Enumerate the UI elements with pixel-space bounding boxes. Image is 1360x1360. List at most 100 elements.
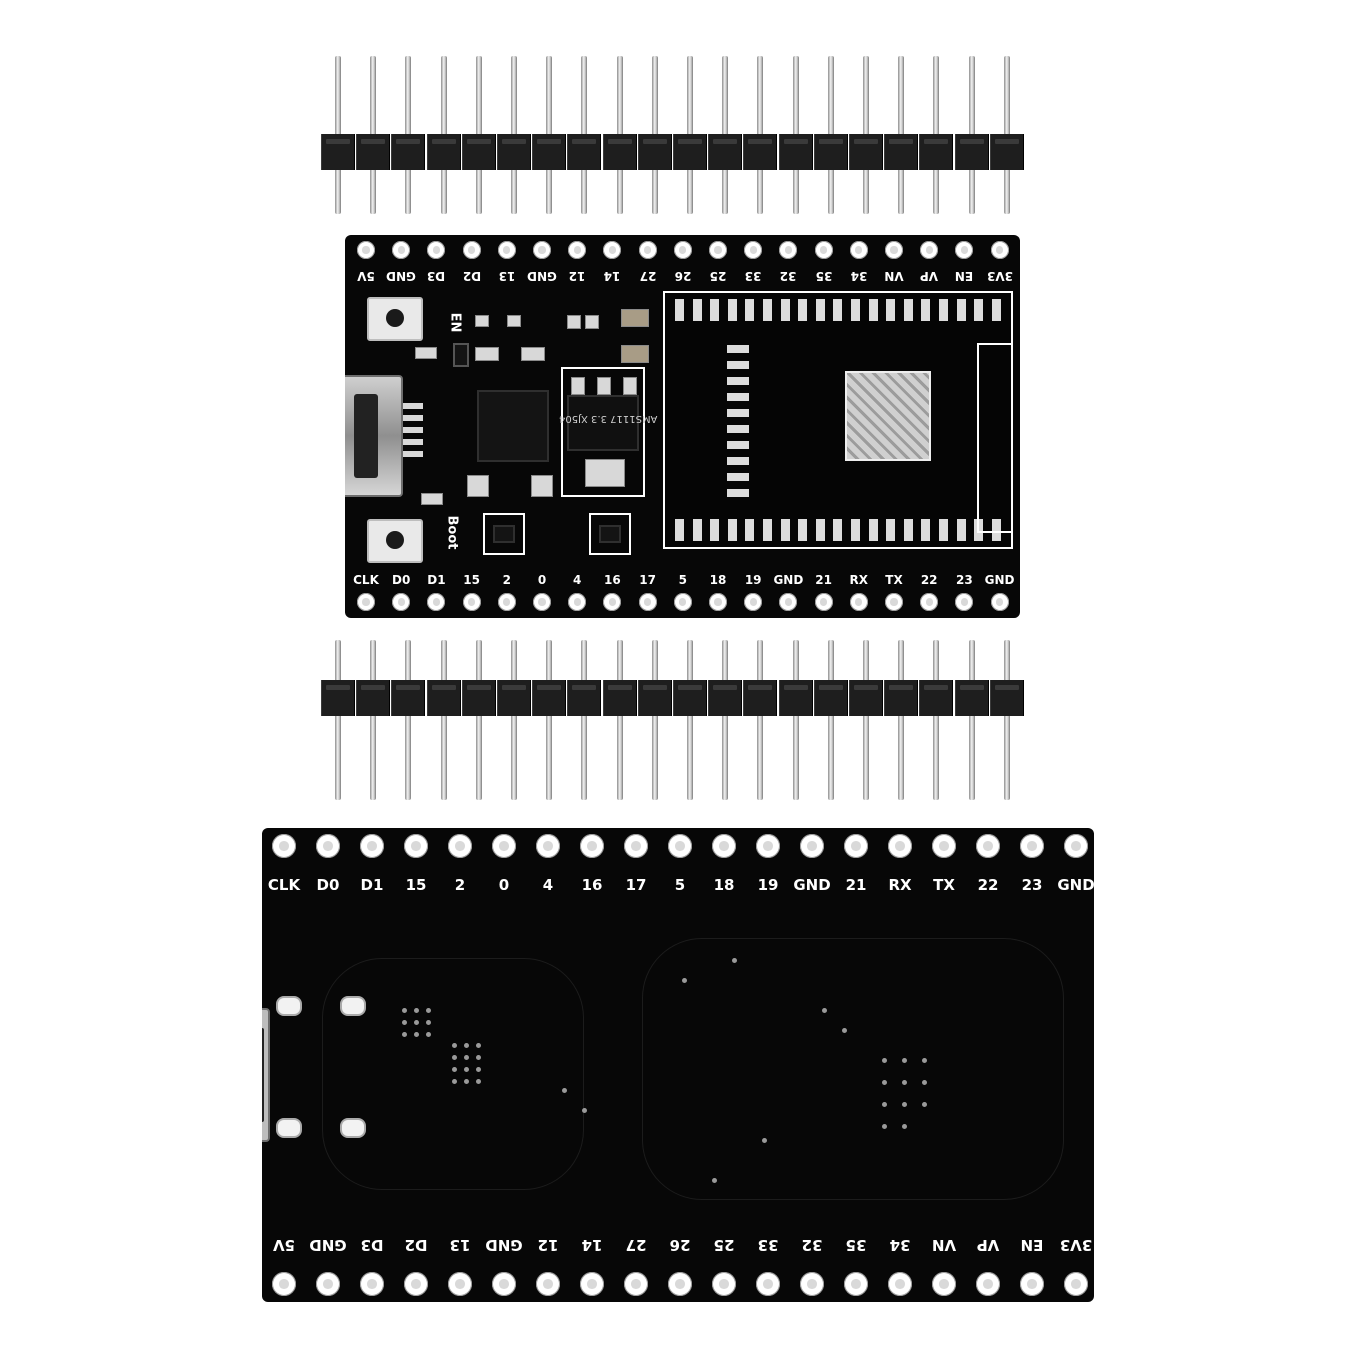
esp32-module-footprint <box>663 291 1013 549</box>
pin-label: 16 <box>581 876 603 894</box>
pin-hole <box>638 593 657 611</box>
module-pad <box>868 299 878 321</box>
pin-hole <box>744 593 763 611</box>
header-pin <box>581 640 588 800</box>
usb-mount-pad <box>276 996 302 1016</box>
header-pin-housing <box>989 680 1024 716</box>
pin-hole <box>932 1272 956 1296</box>
pin-hole <box>888 1272 912 1296</box>
module-pad <box>956 299 966 321</box>
antenna-trace <box>977 343 1013 533</box>
header-pin <box>863 640 869 800</box>
header-pin <box>370 640 377 800</box>
module-pad <box>727 441 749 449</box>
header-pin-housing <box>426 680 461 716</box>
via <box>582 1108 587 1113</box>
resistor <box>521 347 545 361</box>
pin-hole <box>976 834 1000 858</box>
pin-label: CLK <box>353 573 379 587</box>
pin-hole <box>800 834 824 858</box>
pin-hole <box>668 1272 692 1296</box>
module-pad <box>692 519 702 541</box>
resistor <box>567 315 581 329</box>
header-pin-housing <box>497 680 531 716</box>
pin-label: CLK <box>267 876 301 894</box>
pin-label: 4 <box>573 573 582 587</box>
pin-hole <box>920 241 939 259</box>
header-pin-housing <box>778 680 813 716</box>
pin-hole <box>568 241 587 259</box>
ams1117-regulator <box>567 395 639 451</box>
pin-hole <box>624 834 648 858</box>
via <box>414 1032 419 1037</box>
via <box>402 1008 407 1013</box>
pin-hole <box>712 834 736 858</box>
header-pin-housing <box>989 134 1024 170</box>
module-pad <box>727 361 749 369</box>
via <box>426 1008 431 1013</box>
pin-hole <box>603 593 622 611</box>
header-pin-housing <box>461 134 496 170</box>
via <box>452 1055 457 1060</box>
pin-label: 5 <box>678 573 687 587</box>
pin-label: D1 <box>427 573 446 587</box>
pin-label: 3V3 <box>1059 1236 1093 1254</box>
via <box>922 1102 927 1107</box>
via <box>712 1178 717 1183</box>
pin-label: 23 <box>956 573 973 587</box>
diode <box>415 347 437 359</box>
module-pad <box>798 299 808 321</box>
pin-hole <box>814 593 833 611</box>
header-pin <box>440 640 447 800</box>
pin-label: TX <box>885 573 903 587</box>
pin-hole <box>533 241 551 259</box>
header-pin <box>722 640 729 800</box>
header-pin <box>1003 640 1010 800</box>
header-pin <box>792 640 799 800</box>
usb-mount-pad <box>276 1118 302 1138</box>
module-pad <box>903 299 913 321</box>
boot-button[interactable] <box>367 519 423 563</box>
via <box>882 1124 887 1129</box>
module-pad <box>763 519 772 541</box>
pin-hole <box>673 593 692 611</box>
module-pad <box>868 519 878 541</box>
pin-hole <box>404 1272 428 1296</box>
header-pin-housing <box>919 134 954 170</box>
via <box>452 1067 457 1072</box>
header-pin-housing <box>532 680 567 716</box>
via <box>822 1008 827 1013</box>
module-pad <box>851 519 860 541</box>
pin-hole <box>357 241 375 259</box>
via <box>882 1080 887 1085</box>
pin-hole <box>990 241 1009 259</box>
pin-hole <box>462 241 481 259</box>
en-button[interactable] <box>367 297 423 341</box>
pin-label: EN <box>1020 1236 1044 1254</box>
module-pad <box>921 519 931 541</box>
header-pin-housing <box>919 680 954 716</box>
pin-label: 26 <box>669 1236 691 1254</box>
pin-hole <box>404 834 428 858</box>
header-pin-housing <box>567 680 602 716</box>
header-pin-housing <box>426 134 461 170</box>
pin-label: 35 <box>845 1236 867 1254</box>
header-pin-housing <box>461 680 496 716</box>
pin-hole <box>427 241 446 259</box>
header-pin-housing <box>673 134 707 170</box>
copper-trace <box>642 938 1064 1200</box>
module-pad <box>886 299 896 321</box>
header-pin-housing <box>778 134 813 170</box>
usb-uart-chip <box>477 390 549 462</box>
module-pad <box>727 519 737 541</box>
module-pad <box>692 299 702 321</box>
micro-usb-port[interactable] <box>345 375 403 497</box>
pin-label: VP <box>976 1236 1000 1254</box>
header-pin-housing <box>813 680 848 716</box>
header-pin-housing <box>637 680 672 716</box>
module-pad <box>991 519 1001 541</box>
via <box>922 1080 927 1085</box>
header-pin-housing <box>954 134 989 170</box>
pin-label: RX <box>888 876 912 894</box>
pin-hole <box>1064 1272 1088 1296</box>
